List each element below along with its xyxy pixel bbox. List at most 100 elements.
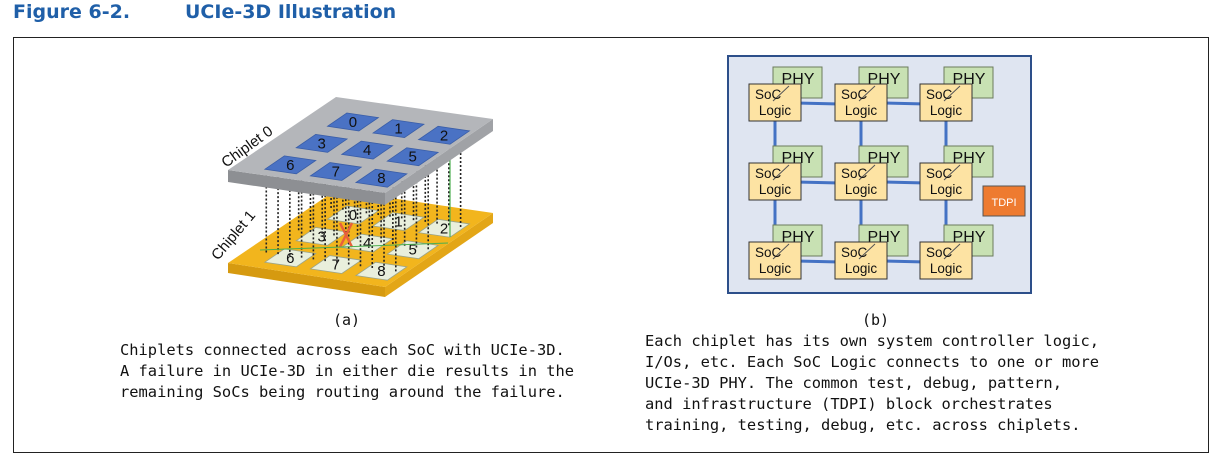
tile-number: 3 [317, 228, 325, 245]
tile-number: 7 [332, 164, 340, 181]
caption-line: UCIe-3D PHY. The common test, debug, pat… [645, 374, 1062, 392]
figure-frame [13, 37, 1209, 453]
caption-line: A failure in UCIe-3D in either die resul… [120, 362, 575, 380]
soc-phy-connector [772, 85, 790, 102]
soc-logic-block [834, 241, 888, 280]
caption-line: Chiplets connected across each SoC with … [120, 341, 565, 359]
soc-label: SoC [926, 166, 953, 181]
logic-label: Logic [930, 261, 963, 276]
soc-label: SoC [926, 245, 953, 260]
tdpi-label: TDPI [991, 197, 1016, 209]
reroute-line [259, 242, 449, 251]
tile-number: 6 [286, 157, 294, 174]
chiplet-0-tile [386, 147, 440, 167]
tile-number: 6 [286, 250, 294, 267]
tile-number: 0 [349, 114, 357, 131]
soc-phy-connector [858, 243, 876, 260]
tile-number: 5 [409, 149, 417, 166]
soc-logic-block [834, 162, 888, 201]
chiplet-1-die-side [228, 263, 385, 297]
tile-number: 2 [440, 220, 448, 237]
tile-number: 1 [394, 214, 402, 231]
soc-phy-connector [943, 85, 961, 102]
logic-label: Logic [930, 182, 963, 197]
chiplet-1-tile [263, 248, 317, 268]
logic-label: Logic [759, 103, 792, 118]
chiplet-0-tile [354, 168, 408, 188]
panel-a-label: (a) [333, 311, 361, 329]
panel-a-caption: Chiplets connected across each SoC with … [120, 340, 574, 403]
soc-phy-connector [858, 85, 876, 102]
tile-number: 4 [363, 235, 371, 252]
tile-number: 2 [440, 127, 448, 144]
chiplet-0-die-side [385, 119, 493, 205]
figure-number: Figure 6-2. [13, 1, 131, 23]
soc-label: SoC [755, 245, 782, 260]
soc-label: SoC [755, 87, 782, 102]
tile-number: 3 [317, 135, 325, 152]
caption-line: and infrastructure (TDPI) block orchestr… [645, 395, 1053, 413]
soc-logic-block [748, 83, 802, 122]
tile-number: 4 [363, 142, 371, 159]
panel-b-caption: Each chiplet has its own system controll… [645, 331, 1099, 436]
soc-label: SoC [841, 245, 868, 260]
chiplet-0-tile [295, 134, 349, 153]
chiplet-0-tile [417, 125, 471, 145]
tile-number: 8 [377, 263, 385, 280]
soc-label: SoC [926, 87, 953, 102]
chiplet-0-tile [340, 140, 394, 160]
chiplet-0-tile [263, 155, 317, 175]
soc-label: SoC [841, 87, 868, 102]
panel-b-label: (b) [862, 311, 890, 329]
failure-mark [338, 222, 354, 248]
tile-number: 8 [377, 170, 385, 187]
chiplet-0-die-side [228, 170, 385, 205]
caption-line: remaining SoCs being routing around the … [120, 383, 565, 401]
chiplet-0-tile [372, 119, 425, 138]
tile-number: 1 [394, 121, 402, 138]
logic-label: Logic [759, 261, 792, 276]
figure-title: UCIe-3D Illustration [185, 1, 397, 23]
tile-number: 7 [332, 257, 340, 274]
soc-logic-block [748, 162, 802, 201]
soc-label: SoC [755, 166, 782, 181]
soc-phy-connector [943, 164, 961, 181]
soc-phy-grid-diagram: PHYSoCLogicPHYSoCLogicPHYSoCLogicPHYSoCL… [727, 55, 1032, 294]
chiplet-1-tile [354, 261, 408, 281]
logic-label: Logic [845, 103, 878, 118]
soc-phy-connector [772, 164, 790, 181]
soc-logic-block [919, 162, 973, 201]
soc-logic-block [919, 241, 973, 280]
caption-line: I/Os, etc. Each SoC Logic connects to on… [645, 353, 1100, 371]
caption-line: training, testing, debug, etc. across ch… [645, 416, 1081, 434]
logic-label: Logic [759, 182, 792, 197]
chiplet-1-tile [417, 218, 471, 238]
logic-label: Logic [845, 261, 878, 276]
logic-label: Logic [845, 182, 878, 197]
soc-phy-connector [943, 243, 961, 260]
tile-number: 0 [349, 207, 357, 224]
chiplet-1-die-side [385, 213, 493, 297]
caption-line: Each chiplet has its own system controll… [645, 332, 1100, 350]
soc-phy-connector [772, 243, 790, 260]
tdpi-block [982, 185, 1026, 217]
soc-phy-connector [858, 164, 876, 181]
logic-label: Logic [930, 103, 963, 118]
soc-logic-block [834, 83, 888, 122]
soc-logic-block [919, 83, 973, 122]
chiplet-0-tile [326, 112, 380, 132]
soc-label: SoC [841, 166, 868, 181]
soc-logic-block [748, 241, 802, 280]
tile-number: 5 [409, 242, 417, 259]
chiplet-0-tile [309, 162, 363, 181]
